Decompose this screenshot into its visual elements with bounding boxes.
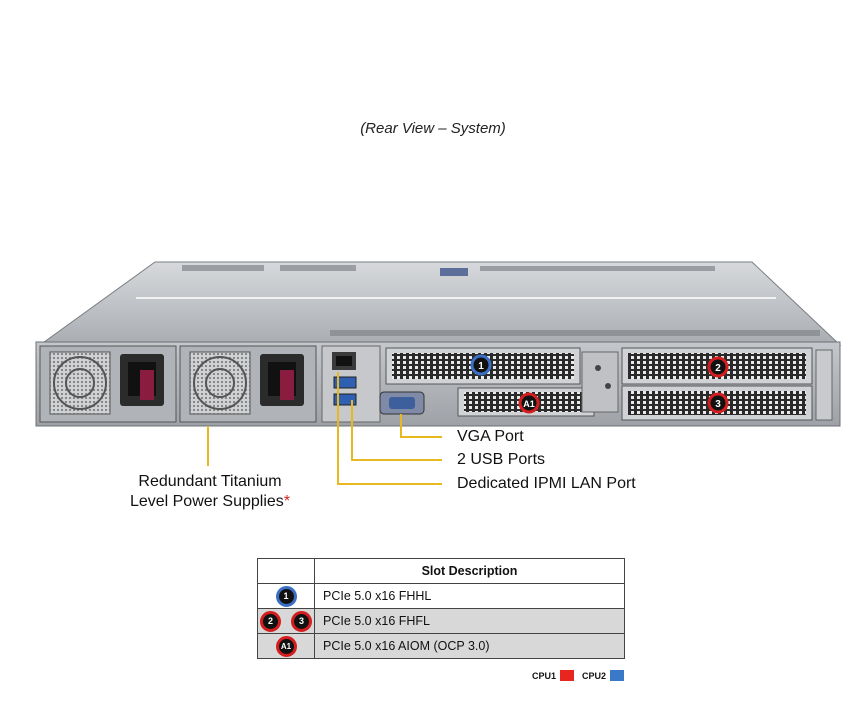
usb-callout-line	[351, 400, 442, 461]
slot-badge-1: 1	[275, 585, 297, 607]
slot-marker-1: 1	[470, 354, 492, 376]
diagram-caption: (Rear View – System)	[360, 120, 506, 137]
table-row-desc: PCIe 5.0 x16 FHFL	[314, 608, 625, 634]
legend-cpu1-swatch	[560, 670, 575, 681]
usb-port-2	[333, 393, 357, 406]
psu-callout-line2-text: Level Power Supplies	[129, 493, 284, 510]
table-row-desc: PCIe 5.0 x16 FHHL	[314, 583, 625, 609]
slot-badge-2: 2	[260, 610, 281, 632]
power-supply-2	[179, 345, 317, 423]
table-row-badges: A1	[257, 633, 315, 659]
table-row-desc: PCIe 5.0 x16 AIOM (OCP 3.0)	[314, 633, 625, 659]
table-row-badges: 1	[257, 583, 315, 609]
slot-marker-2-label: 2	[715, 363, 721, 374]
psu-footnote-asterisk: *	[283, 493, 291, 510]
slot-badge-aiom: A1	[275, 635, 297, 657]
usb-port-1	[333, 376, 357, 389]
chassis-top-cover	[38, 261, 842, 346]
slot-marker-3: 3	[707, 392, 729, 414]
table-row: A1 PCIe 5.0 x16 AIOM (OCP 3.0)	[257, 633, 625, 659]
ipmi-callout-label: Dedicated IPMI LAN Port	[457, 475, 636, 492]
slot-marker-1-label: 1	[478, 361, 484, 372]
legend-cpu1-label: CPU1	[532, 670, 557, 681]
table-header-row: Slot Description	[257, 558, 625, 584]
psu-callout-line1: Redundant Titanium	[138, 473, 282, 490]
vga-callout-label: VGA Port	[457, 428, 524, 445]
psu-callout-label: Redundant Titanium Level Power Supplies*	[100, 472, 320, 512]
slot-marker-2: 2	[707, 356, 729, 378]
io-panel	[321, 345, 425, 423]
power-supply-1	[39, 345, 177, 423]
legend-cpu2-label: CPU2	[582, 670, 607, 681]
slot-marker-aiom-label: A1	[523, 399, 535, 409]
slot-marker-aiom: A1	[518, 392, 540, 414]
vga-callout-line	[400, 414, 442, 438]
slot-badge-3: 3	[291, 610, 312, 632]
slot-marker-3-label: 3	[715, 399, 721, 410]
legend-cpu2-swatch	[610, 670, 625, 681]
table-row: 1 PCIe 5.0 x16 FHHL	[257, 583, 625, 609]
cpu-legend: CPU1 CPU2	[532, 670, 625, 681]
ipmi-callout-line	[337, 372, 442, 485]
table-header-icon-cell	[257, 558, 315, 584]
callout-lines	[207, 372, 442, 485]
psu-callout-line2: Level Power Supplies*	[100, 492, 320, 512]
usb-callout-label: 2 USB Ports	[457, 451, 546, 468]
table-header-label: Slot Description	[314, 558, 625, 584]
